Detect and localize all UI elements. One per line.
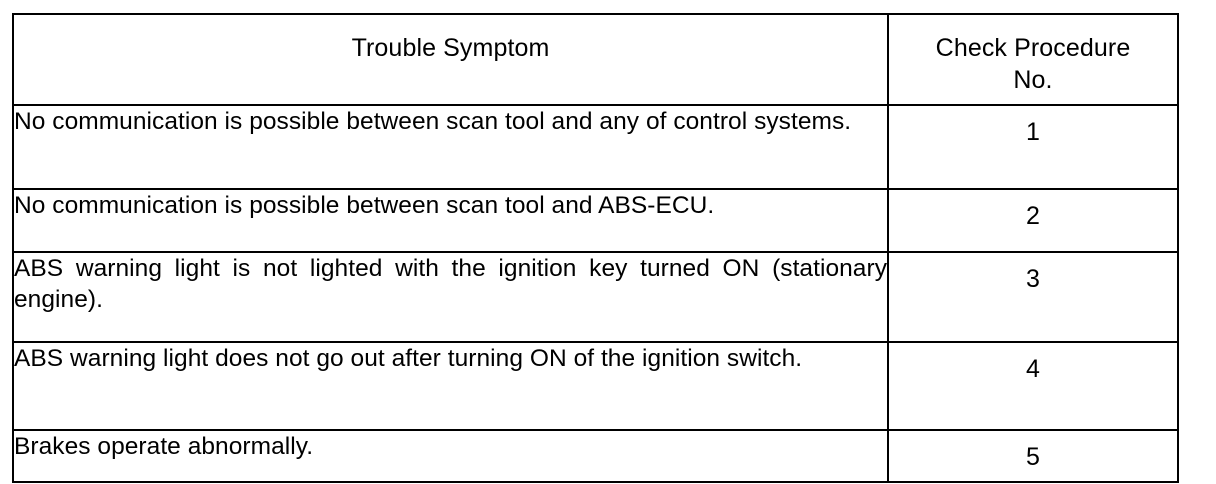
cell-trouble-symptom: Brakes operate abnormally. [12,429,889,483]
cell-trouble-symptom: ABS warning light does not go out after … [12,341,889,431]
cell-check-procedure-no: 5 [887,429,1179,483]
cell-check-procedure-no: 1 [887,104,1179,190]
cell-check-procedure-no: 3 [887,251,1179,343]
cell-trouble-symptom: ABS warning light is not lighted with th… [12,251,889,343]
trouble-symptom-text: Brakes operate abnormally. [14,433,314,460]
table-row: No communication is possible between sca… [12,104,1179,190]
check-procedure-no-text: 5 [1026,443,1040,471]
table-row: Brakes operate abnormally. 5 [12,429,1179,483]
trouble-symptom-text: ABS warning light is not lighted with th… [14,255,887,313]
trouble-symptom-text: No communication is possible between sca… [14,192,715,219]
column-header-line-1: Check Procedure [935,34,1131,62]
column-header-line-2: No. [1013,66,1053,94]
check-procedure-no-text: 4 [1026,355,1040,383]
check-procedure-no-text: 1 [1026,118,1040,146]
cell-check-procedure-no: 4 [887,341,1179,431]
column-header-check-procedure-no: Check Procedure No. [887,13,1179,106]
table-body: No communication is possible between sca… [12,104,1179,483]
cell-check-procedure-no: 2 [887,188,1179,253]
table-header: Trouble Symptom Check Procedure No. [12,13,1179,106]
trouble-symptom-text: ABS warning light does not go out after … [14,345,803,372]
check-procedure-no-text: 3 [1026,265,1040,293]
column-header-check-procedure-no-label: Check Procedure No. [889,15,1177,96]
table-row: No communication is possible between sca… [12,188,1179,253]
cell-trouble-symptom: No communication is possible between sca… [12,104,889,190]
table-row: ABS warning light does not go out after … [12,341,1179,431]
table-header-row: Trouble Symptom Check Procedure No. [12,13,1179,106]
column-header-trouble-symptom-label: Trouble Symptom [351,34,550,62]
table-row: ABS warning light is not lighted with th… [12,251,1179,343]
trouble-symptom-text: No communication is possible between sca… [14,108,852,135]
trouble-symptom-table: Trouble Symptom Check Procedure No. No c… [12,13,1179,483]
check-procedure-no-text: 2 [1026,202,1040,230]
cell-trouble-symptom: No communication is possible between sca… [12,188,889,253]
column-header-trouble-symptom: Trouble Symptom [12,13,889,106]
